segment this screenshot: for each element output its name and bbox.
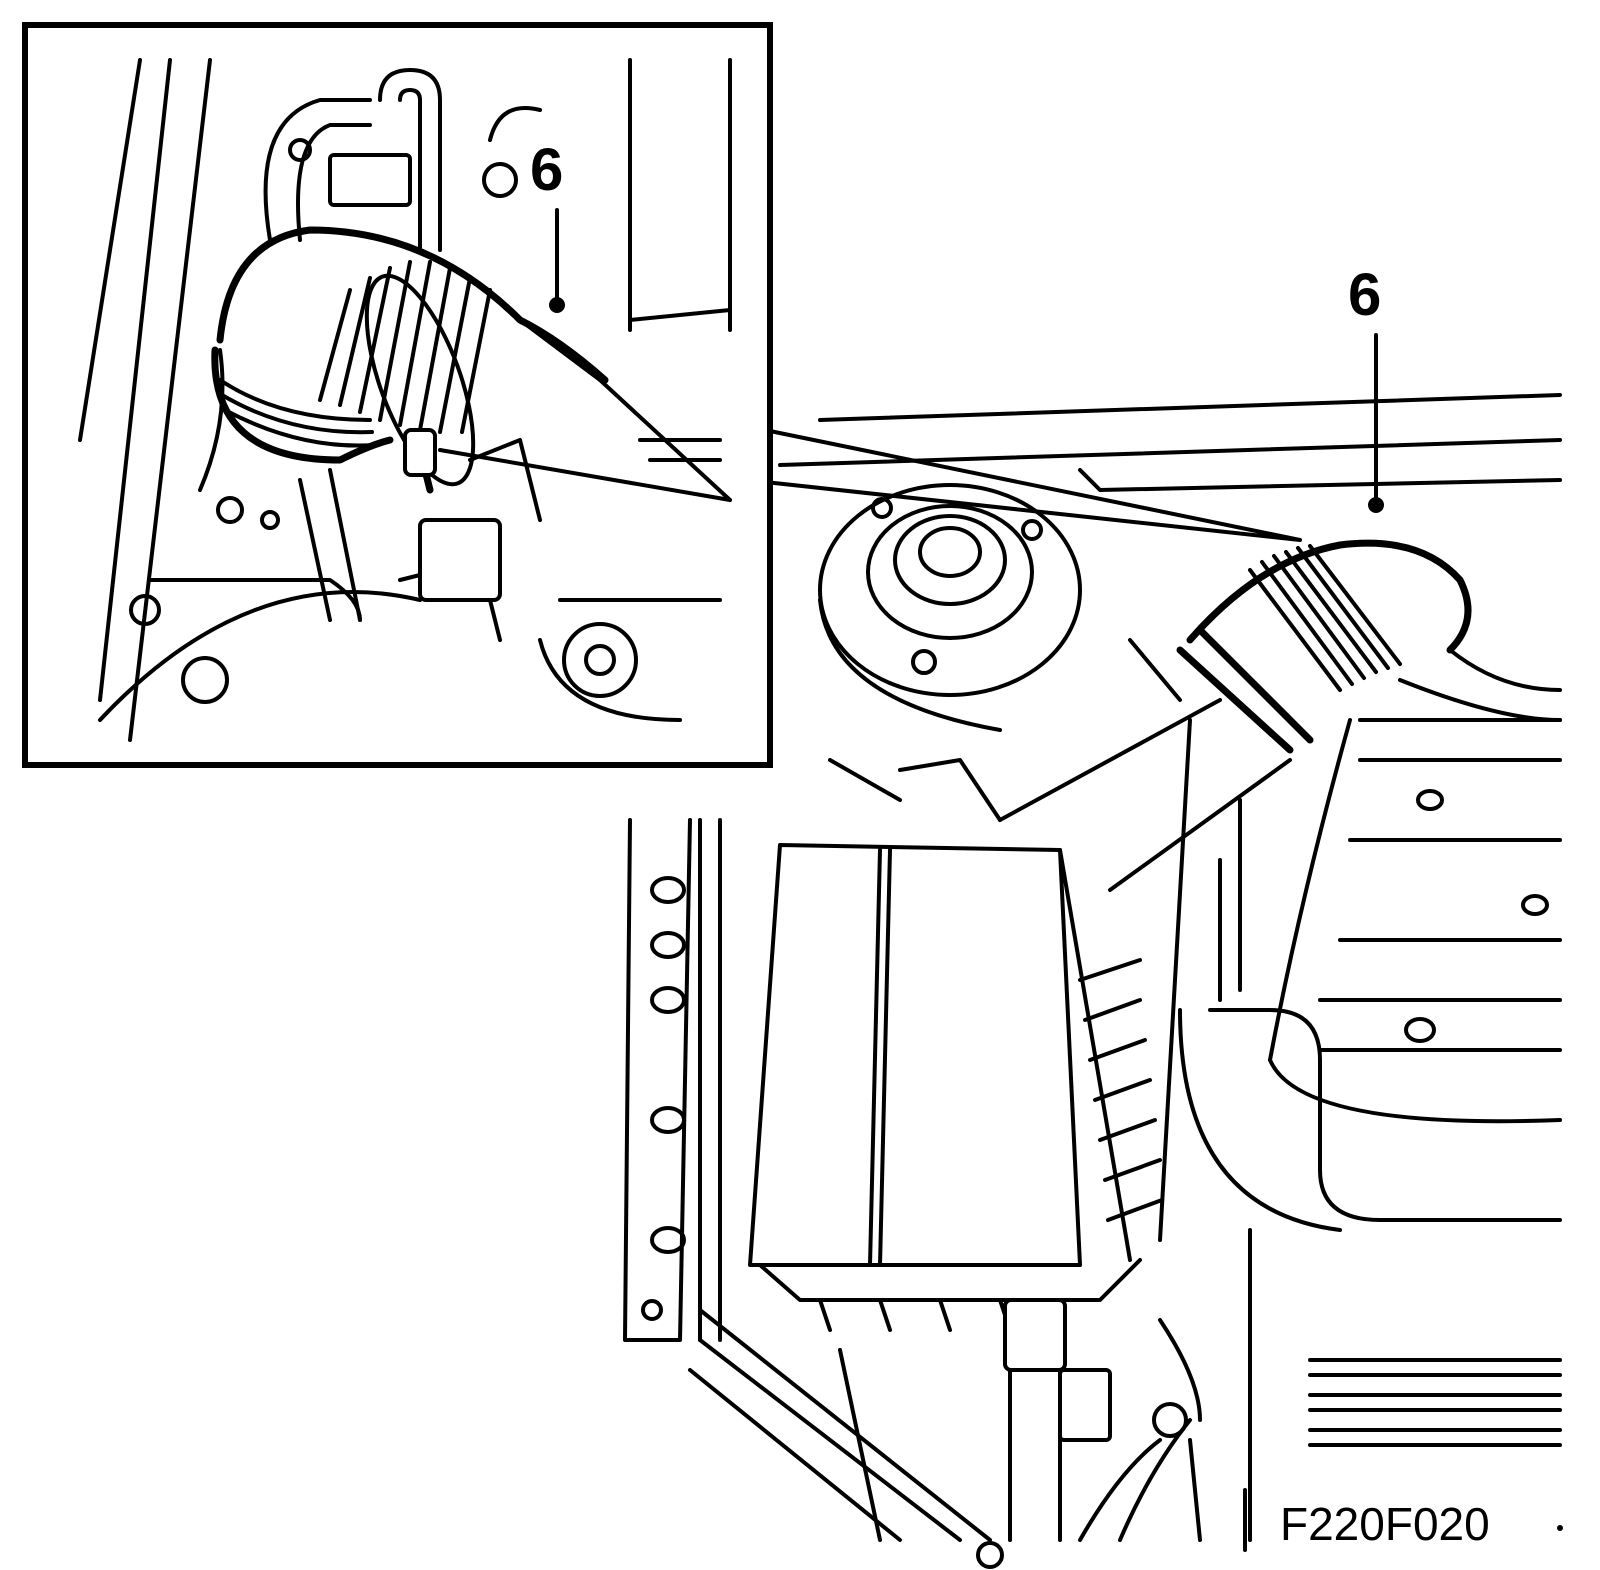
lower-pipes xyxy=(688,718,1242,1569)
engine-bay-drawing xyxy=(623,393,1562,1569)
inset-hose xyxy=(211,226,732,522)
strut-tower xyxy=(818,483,1082,732)
callout-label-main: 6 xyxy=(1348,261,1381,328)
main-hose xyxy=(998,539,1562,892)
engine-cover xyxy=(1178,718,1562,1542)
inset-detail xyxy=(22,22,773,768)
figure-code-text: F220F020 xyxy=(1280,1498,1490,1550)
cover-ribs xyxy=(1308,1358,1562,1447)
air-filter-box xyxy=(748,758,1164,1332)
callout-6-main: 6 xyxy=(1348,261,1384,513)
figure-code: F220F020 xyxy=(1243,1488,1563,1552)
callout-label-inset: 6 xyxy=(530,136,563,203)
callout-6-inset: 6 xyxy=(530,136,565,313)
side-rail xyxy=(623,818,722,1342)
inset-connector-line xyxy=(763,428,1302,542)
